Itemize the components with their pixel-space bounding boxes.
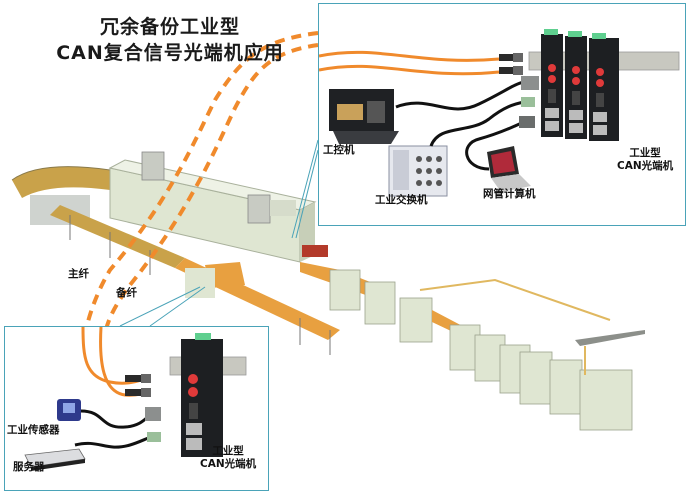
rj45-connector-icon: [521, 97, 535, 107]
processing-stations: [300, 262, 645, 431]
main-fiber-label: 主纤: [68, 268, 89, 280]
industrial-sensor-icon: [57, 399, 81, 421]
bottom-converter-label-line1: 工业型: [212, 445, 244, 457]
laptop-icon: [487, 146, 531, 192]
callout-pointers: [119, 139, 319, 327]
control-room-callout: 工控机 工业交换机 网管计算机 工业型 CAN光端机: [318, 3, 686, 226]
lower-conveyor: [50, 205, 340, 355]
main-fiber-route: [84, 31, 319, 331]
diagram-title-line1: 冗余备份工业型: [99, 16, 240, 38]
fiber-connectors: [499, 53, 523, 75]
bottom-converter-label: 工业型 CAN光端机: [200, 445, 256, 471]
server-icon: [24, 448, 86, 471]
db9-connector-icon: [521, 76, 539, 90]
oven-tunnel: [108, 151, 328, 263]
top-converter-label: 工业型 CAN光端机: [617, 147, 673, 173]
diagram-title-line2: CAN复合信号光端机应用: [56, 42, 284, 64]
industrial-switch-label: 工业交换机: [375, 194, 428, 206]
backup-fiber-label: 备纤: [116, 287, 137, 299]
can-converter-unit-3: [589, 33, 619, 141]
backup-fiber-route: [104, 43, 319, 331]
server-label: 服务器: [13, 461, 45, 473]
ipc-icon: [329, 89, 399, 144]
top-converter-label-line2: CAN光端机: [617, 160, 674, 172]
can-converter-unit-2: [565, 31, 587, 139]
nms-computer-label: 网管计算机: [483, 188, 536, 200]
ipc-label: 工控机: [323, 144, 355, 156]
can-converter-unit-1: [541, 29, 563, 137]
fiber-routes: [84, 31, 319, 331]
industrial-sensor-label: 工业传感器: [7, 424, 60, 436]
rj45-connector-icon: [147, 432, 161, 442]
can-converter-unit: [181, 333, 223, 457]
top-converter-label-line1: 工业型: [629, 147, 661, 159]
fiber-connectors: [125, 374, 151, 397]
db9-connector-icon: [145, 407, 161, 421]
field-site-callout: 工业传感器 服务器 工业型 CAN光端机: [4, 326, 269, 491]
bottom-converter-label-line2: CAN光端机: [200, 458, 257, 470]
industrial-switch-icon: [388, 145, 448, 197]
